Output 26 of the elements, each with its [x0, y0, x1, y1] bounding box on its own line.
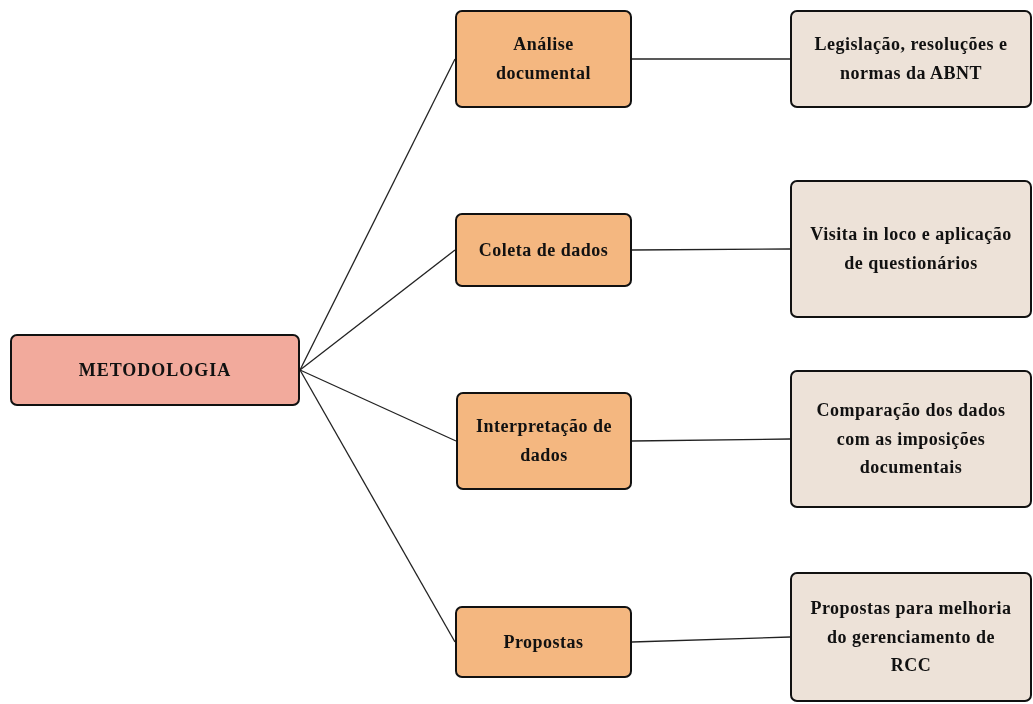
connector-line — [299, 369, 457, 442]
node-label: Legislação, resoluções e normas da ABNT — [813, 33, 1009, 85]
connector-line — [299, 249, 456, 371]
detail-box — [790, 180, 1032, 318]
node-label: Visita in loco e aplicação de questionários — [809, 223, 1013, 275]
node-label: Propostas — [503, 630, 584, 654]
root-box — [10, 334, 300, 406]
detail-box — [790, 370, 1032, 508]
node-label: Comparação dos dados com as imposições documentais — [815, 398, 1007, 480]
connector-line — [631, 636, 791, 643]
connector-line — [299, 369, 456, 643]
step-box — [455, 10, 632, 108]
node-label: METODOLOGIA — [78, 358, 232, 382]
connector-line — [631, 58, 791, 60]
node-label: Propostas para melhoria do gerenciamento de RCC — [809, 596, 1013, 678]
node-label: Interpretação de dados — [474, 415, 614, 467]
detail-box — [790, 10, 1032, 108]
detail-box — [790, 572, 1032, 702]
step-box — [455, 213, 632, 287]
step-box — [456, 392, 632, 490]
node-label: Análise documental — [495, 33, 592, 85]
connector-line — [631, 438, 791, 442]
node-label: Coleta de dados — [478, 238, 609, 262]
connector-line — [299, 58, 456, 371]
step-box — [455, 606, 632, 678]
connector-line — [631, 248, 791, 251]
